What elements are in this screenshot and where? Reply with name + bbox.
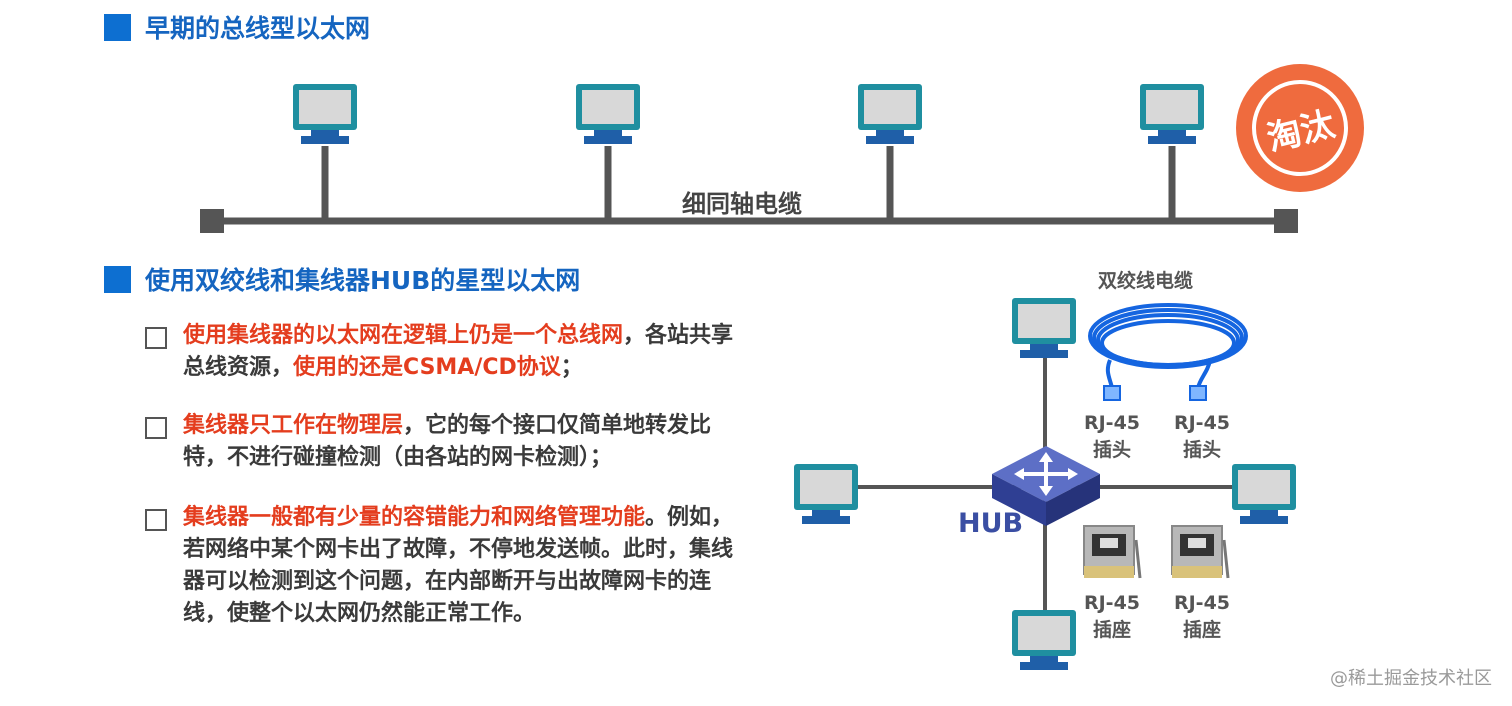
bullet-highlight: 使用的还是CSMA/CD协议 <box>293 355 561 380</box>
rj45-socket-label: RJ-45 插座 <box>1083 592 1141 641</box>
rj45-plug-icon <box>1103 385 1207 401</box>
bus-terminator-right <box>1274 209 1298 233</box>
bullet-text: 。例如，若网络中某个网卡出了故障，不停地发送帧。此时，集线器可以检测到这个问题，… <box>183 505 734 626</box>
watermark: @稀土掘金技术社区 <box>1330 668 1492 689</box>
bus-terminator-left <box>200 209 224 233</box>
bullet-item: 集线器只工作在物理层，它的每个接口仅简单地转发比特，不进行碰撞检测（由各站的网卡… <box>145 410 743 474</box>
checkbox-icon <box>145 509 167 531</box>
computer-icon <box>1140 84 1204 144</box>
computer-icon <box>1012 298 1076 358</box>
heading-text: 使用双绞线和集线器HUB的星型以太网 <box>145 266 581 295</box>
twisted-pair-cable-icon <box>1088 303 1248 389</box>
heading-square-icon <box>104 13 131 41</box>
hub-icon <box>992 446 1100 526</box>
bullet-item: 集线器一般都有少量的容错能力和网络管理功能。例如，若网络中某个网卡出了故障，不停… <box>145 502 743 630</box>
computer-icon <box>293 84 357 144</box>
bullet-highlight: 集线器只工作在物理层 <box>183 413 404 438</box>
computer-icon <box>794 464 858 524</box>
computer-icon <box>576 84 640 144</box>
coax-cable-label: 细同轴电缆 <box>682 190 802 218</box>
computer-icon <box>858 84 922 144</box>
computer-icon <box>1232 464 1296 524</box>
checkbox-icon <box>145 327 167 349</box>
checkbox-icon <box>145 417 167 439</box>
obsolete-stamp: 淘汰 <box>1236 64 1364 192</box>
bullet-text: ，它的每个接口仅简单地转发比特，不进行碰撞检测（由各站的网卡检测）； <box>183 413 712 470</box>
bullet-highlight: 集线器一般都有少量的容错能力和网络管理功能 <box>183 505 646 530</box>
hub-label: HUB <box>958 508 1024 539</box>
star-topology <box>794 298 1296 670</box>
rj45-plug-label: RJ-45 插头 <box>1173 412 1231 461</box>
rj45-plug-label: RJ-45 插头 <box>1083 412 1141 461</box>
section-heading-star: 使用双绞线和集线器HUB的星型以太网 <box>104 261 580 297</box>
section-heading-bus: 早期的总线型以太网 <box>104 9 370 45</box>
bullet-highlight: 使用集线器的以太网在逻辑上仍是一个总线网 <box>183 323 624 348</box>
heading-square-icon <box>104 265 131 293</box>
bullet-text: ，各站共享总线资源， <box>183 323 734 380</box>
obsolete-stamp-text: 淘汰 <box>1241 69 1359 187</box>
rj45-socket-label: RJ-45 插座 <box>1173 592 1231 641</box>
rj45-socket-icon <box>1083 525 1142 579</box>
twisted-pair-label: 双绞线电缆 <box>1098 270 1194 292</box>
bus-topology <box>200 84 1298 233</box>
computer-icon <box>1012 610 1076 670</box>
heading-text: 早期的总线型以太网 <box>145 14 371 43</box>
rj45-socket-icon <box>1171 525 1230 579</box>
bullet-item: 使用集线器的以太网在逻辑上仍是一个总线网，各站共享总线资源，使用的还是CSMA/… <box>145 320 743 384</box>
bullet-text: ； <box>560 355 583 380</box>
